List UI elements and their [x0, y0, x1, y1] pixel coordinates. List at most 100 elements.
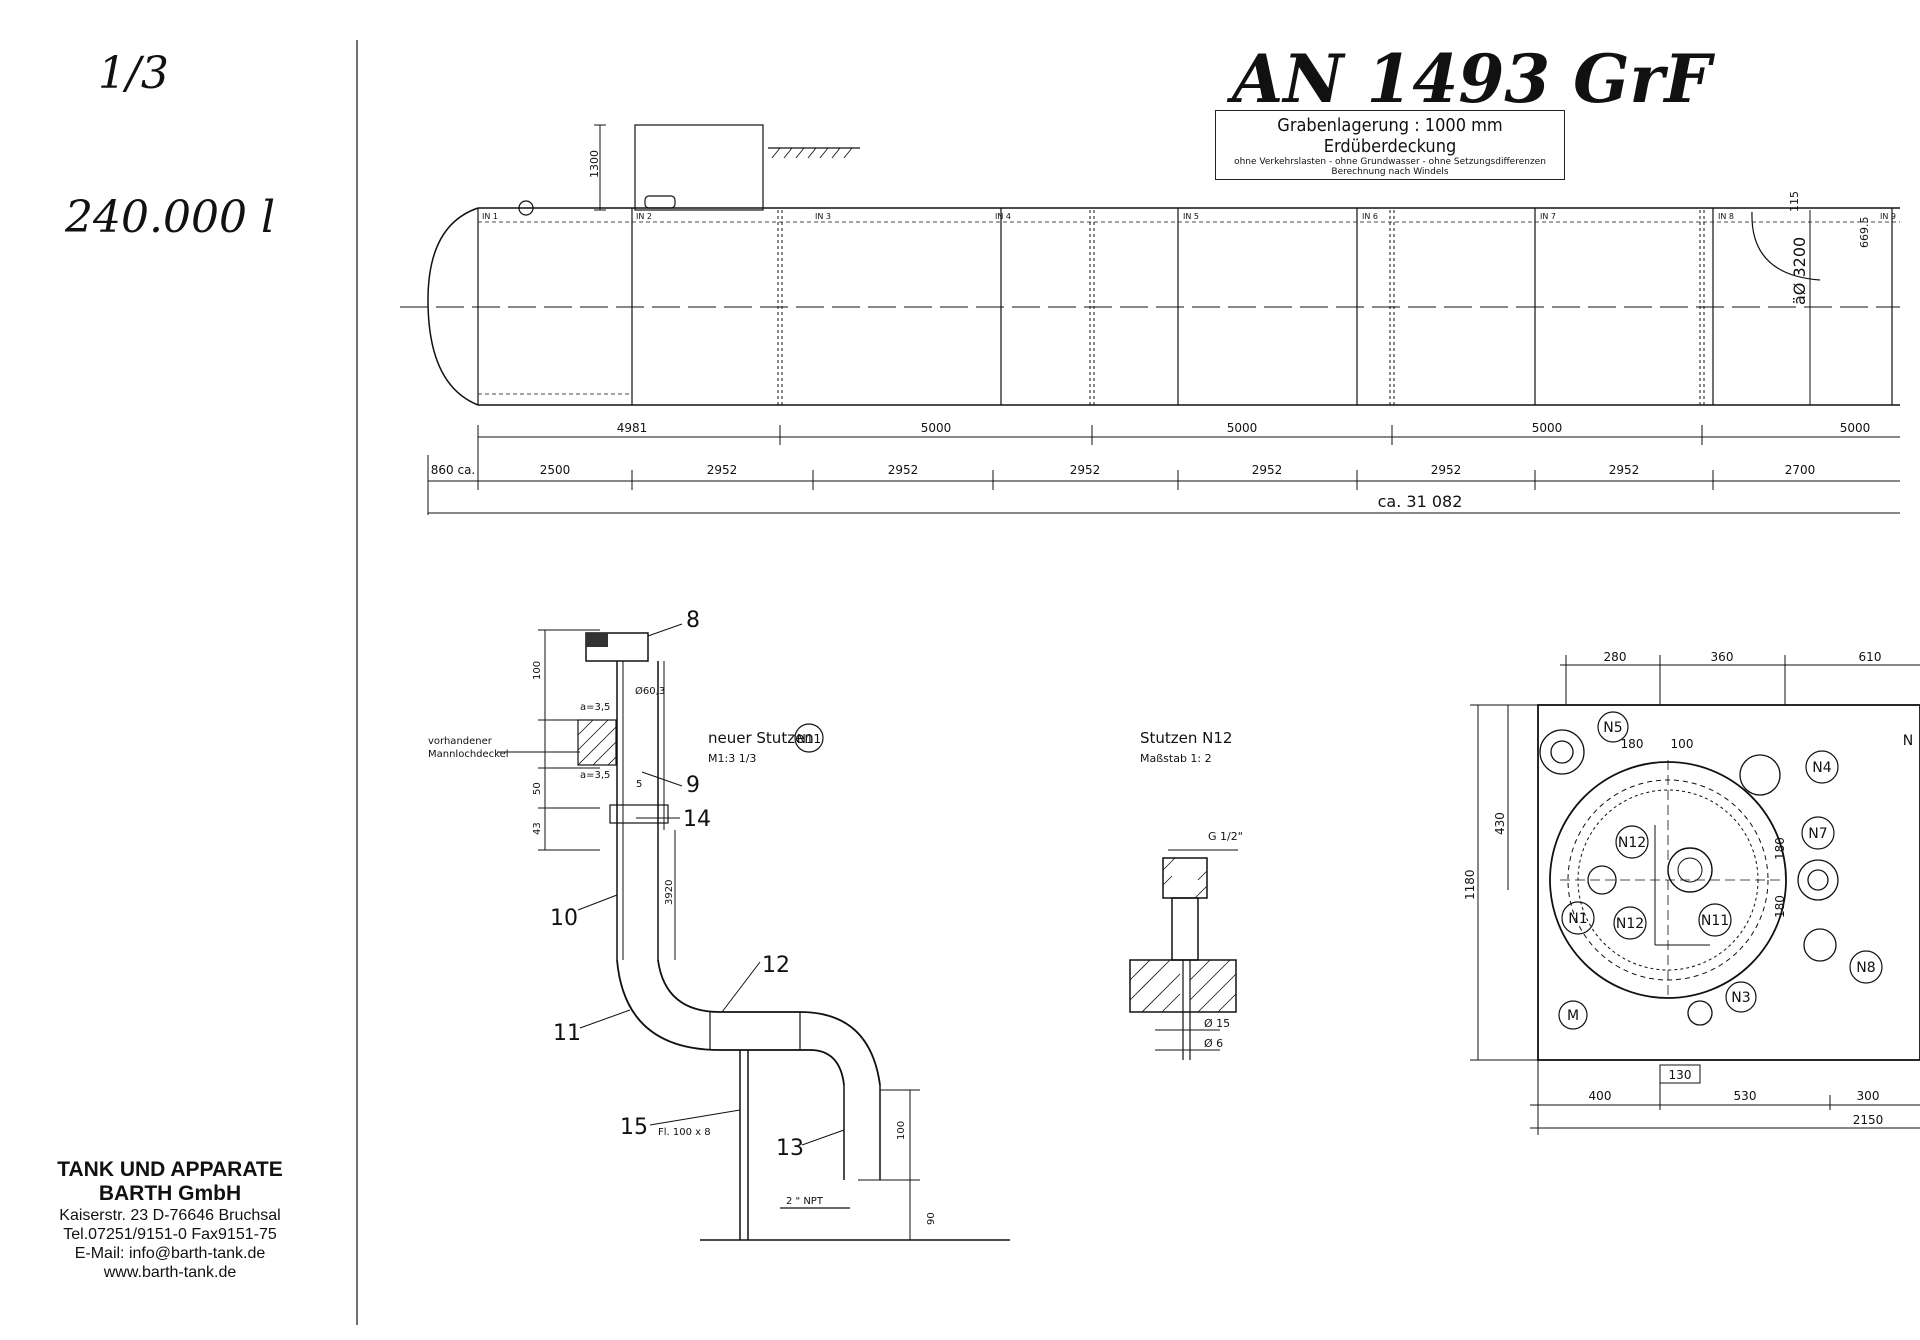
- company-web[interactable]: www.barth-tank.de: [103, 1264, 237, 1281]
- dim-a2: a=3,5: [580, 770, 610, 781]
- nozzle-label: N12: [1618, 835, 1646, 851]
- part-number: 9: [686, 773, 700, 798]
- ring-dim: 2700: [1785, 463, 1816, 477]
- company-block: TANK UND APPARATE BARTH GmbH Kaiserstr. …: [20, 1158, 320, 1282]
- in-label: IN 8: [1718, 212, 1734, 221]
- nozzle-label: N3: [1731, 990, 1750, 1006]
- dim-50: 50: [532, 782, 543, 795]
- segment-dim: 5000: [1227, 421, 1258, 435]
- top-dim: 280: [1604, 650, 1627, 664]
- total-length: ca. 31 082: [1378, 492, 1463, 511]
- manhole-dome: [634, 124, 764, 211]
- n11-title: neuer Stutzen: [708, 729, 814, 747]
- d15-label: Ø 15: [1204, 1017, 1230, 1030]
- nozzle-label: N1: [1568, 911, 1587, 927]
- in-label: IN 6: [1362, 212, 1378, 221]
- npt-label: 2 " NPT: [786, 1196, 824, 1207]
- dim-diameter: Ø60,3: [635, 685, 665, 697]
- part-number: 10: [550, 906, 578, 931]
- storage-note: Grabenlagerung : 1000 mm Erdüberdeckung …: [1215, 110, 1565, 180]
- flat-bar-label: Fl. 100 x 8: [658, 1127, 711, 1138]
- inner-dim: 100: [1671, 737, 1694, 751]
- detail-n12: Stutzen N12 Maßstab 1: 2 G 1/2" Ø 15 Ø 6: [1129, 729, 1243, 1060]
- segment-dim: 4981: [617, 421, 648, 435]
- company-phone: Tel.07251/9151-0 Fax9151-75: [63, 1226, 277, 1243]
- in-label: IN 1: [482, 212, 498, 221]
- dim-90: 90: [926, 1212, 937, 1225]
- cover-dim: 1300: [588, 150, 601, 178]
- in-label: IN 7: [1540, 212, 1556, 221]
- nozzle-label: N12: [1616, 916, 1644, 932]
- company-name-2: BARTH GmbH: [98, 1182, 242, 1205]
- page-number: 1/3: [98, 48, 169, 99]
- dim-100b: 100: [896, 1121, 907, 1140]
- ring-dim: 2952: [888, 463, 919, 477]
- top-dim: 360: [1711, 650, 1734, 664]
- small-dim: 130: [1669, 1068, 1692, 1082]
- dim-5: 5: [636, 779, 642, 790]
- segment-dim: 5000: [1532, 421, 1563, 435]
- plan-plate: [1537, 704, 1920, 1061]
- part-number: 15: [620, 1115, 648, 1140]
- in-label: IN 4: [995, 212, 1011, 221]
- storage-note-line2: ohne Verkehrslasten - ohne Grundwasser -…: [1234, 157, 1546, 167]
- left-dim: 1180: [1463, 869, 1477, 900]
- segment-dim: 5000: [921, 421, 952, 435]
- nozzle-label: N5: [1603, 720, 1622, 736]
- nozzle-label: N7: [1808, 826, 1827, 842]
- ring-dim: 2500: [540, 463, 571, 477]
- nozzle-top-dim: 115: [1788, 191, 1801, 212]
- part-number: 13: [776, 1136, 804, 1161]
- nozzle-label: N8: [1856, 960, 1875, 976]
- in-label: IN 5: [1183, 212, 1199, 221]
- top-nozzle: [644, 195, 676, 209]
- part-number: 14: [683, 807, 711, 832]
- in-label: IN 2: [636, 212, 652, 221]
- n12-title: Stutzen N12: [1140, 729, 1232, 747]
- ring-dim: 2952: [1609, 463, 1640, 477]
- company-address: Kaiserstr. 23 D-76646 Bruchsal: [59, 1207, 281, 1224]
- bottom-dim: 530: [1734, 1089, 1757, 1103]
- nozzle-h-dim: 669.5: [1858, 217, 1871, 249]
- overall-dim: 2150: [1853, 1113, 1884, 1127]
- order-number: AN 1493 GrF: [1232, 40, 1712, 118]
- plan-view: 280 360 610 180 100 1180 430 180 180 400…: [1463, 650, 1920, 1135]
- ring-dim: 860 ca.: [431, 463, 475, 477]
- tank-head: [427, 207, 479, 406]
- detail-n11: neuer Stutzen N11 M1:3 1/3 vorhandener M…: [428, 608, 1010, 1241]
- ring-dim: 2952: [1431, 463, 1462, 477]
- nozzle-label: N: [1903, 733, 1913, 749]
- ring-dim: 2952: [1070, 463, 1101, 477]
- company-name-1: TANK UND APPARATE: [57, 1158, 283, 1181]
- tank-volume: 240.000 l: [65, 192, 276, 243]
- n11-badge-circle: [794, 723, 824, 753]
- top-dim: 610: [1859, 650, 1882, 664]
- inner-dim: 180: [1621, 737, 1644, 751]
- in-label: IN 9: [1880, 212, 1896, 221]
- existing-label: vorhandener: [428, 736, 493, 747]
- dim-3920: 3920: [664, 880, 675, 905]
- nozzle-label: N4: [1812, 760, 1831, 776]
- ring-dim: 2952: [1252, 463, 1283, 477]
- nozzle-label: N11: [1701, 913, 1729, 929]
- thread-label: G 1/2": [1208, 830, 1243, 843]
- company-email[interactable]: E-Mail: info@barth-tank.de: [74, 1245, 266, 1262]
- n11-scale: M1:3 1/3: [708, 752, 756, 765]
- dim-a1: a=3,5: [580, 702, 610, 713]
- part-number: 12: [762, 953, 790, 978]
- storage-note-line3: Berechnung nach Windels: [1331, 167, 1449, 177]
- left-dim: 430: [1493, 812, 1507, 835]
- existing-label2: Mannlochdeckel: [428, 749, 509, 760]
- dim-43: 43: [532, 822, 543, 835]
- segment-dim: 5000: [1840, 421, 1871, 435]
- part-number: 11: [553, 1021, 581, 1046]
- part-number: 8: [686, 608, 700, 633]
- bottom-dim: 400: [1589, 1089, 1612, 1103]
- d6-label: Ø 6: [1204, 1037, 1223, 1050]
- bottom-dim: 300: [1857, 1089, 1880, 1103]
- n12-scale: Maßstab 1: 2: [1140, 752, 1212, 765]
- nozzle-label: M: [1567, 1008, 1579, 1024]
- diameter-label: äØ 3200: [1790, 237, 1809, 305]
- in-label: IN 3: [815, 212, 831, 221]
